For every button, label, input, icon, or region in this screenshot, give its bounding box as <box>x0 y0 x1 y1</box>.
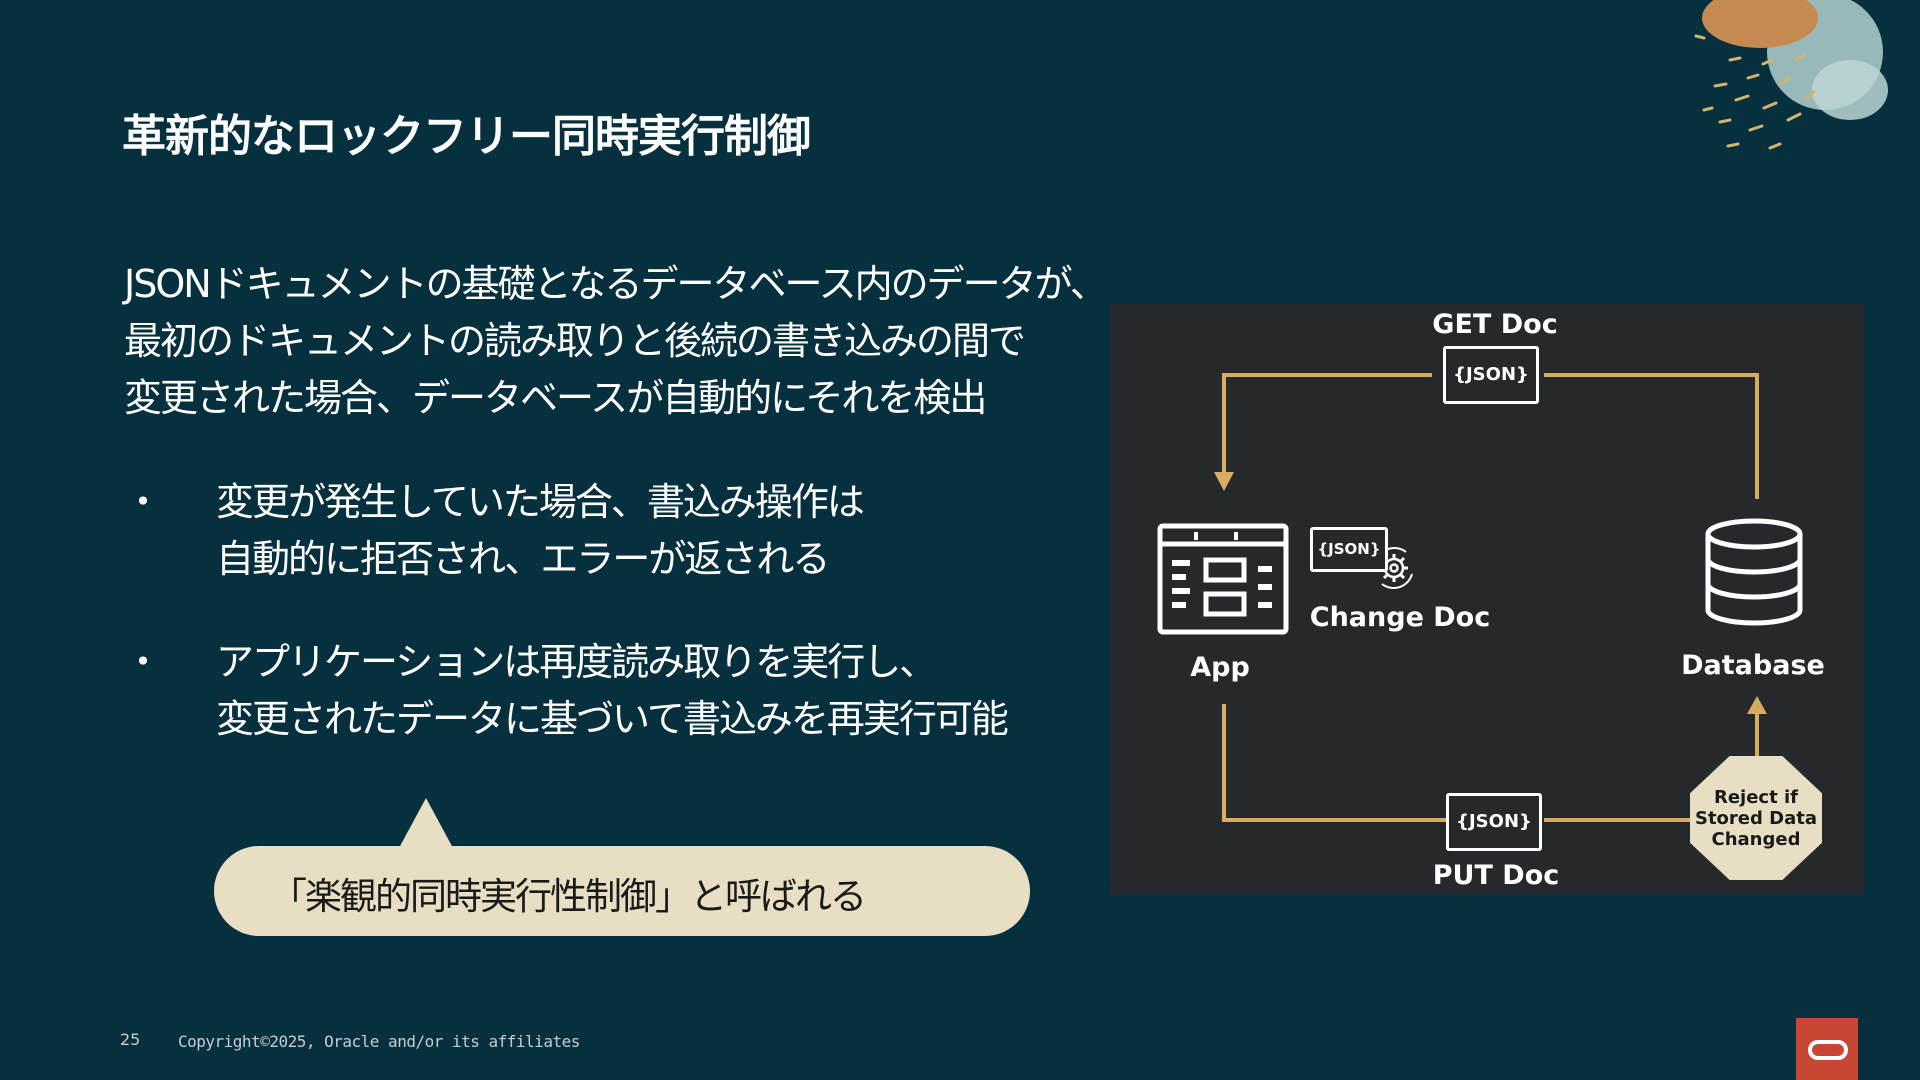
put-doc-label: PUT Doc <box>1432 860 1560 891</box>
slide-title: 革新的なロックフリー同時実行制御 <box>122 111 811 162</box>
intro-line: JSONドキュメントの基礎となるデータベース内のデータが、 <box>124 262 1108 306</box>
intro-line: 変更された場合、データベースが自動的にそれを検出 <box>124 376 987 420</box>
change-doc-label: Change Doc <box>1309 602 1491 633</box>
get-doc-label: GET Doc <box>1432 309 1558 340</box>
database-icon <box>1705 518 1803 626</box>
intro-text: JSONドキュメントの基礎となるデータベース内のデータが、 最初のドキュメントの… <box>124 256 1108 427</box>
bullet-line: 変更が発生していた場合、書込み操作は <box>216 480 865 524</box>
reject-line: Changed <box>1711 828 1801 850</box>
diagram-lines <box>1157 373 1803 822</box>
bullet-marker: ・ <box>124 640 163 684</box>
copyright-text: Copyright©2025, Oracle and/or its affili… <box>178 1032 580 1051</box>
oracle-logo-icon <box>1796 1018 1858 1080</box>
callout-text: 「楽観的同時実行性制御」と呼ばれる <box>270 875 867 918</box>
page-number: 25 <box>120 1030 141 1049</box>
bullet-line: アプリケーションは再度読み取りを実行し、 <box>216 640 937 684</box>
json-doc-top: {JSON} <box>1443 346 1539 404</box>
json-doc-bottom: {JSON} <box>1446 793 1542 851</box>
arrow-head-down <box>1214 472 1234 491</box>
get-line-db <box>1544 373 1759 499</box>
put-line-app <box>1222 704 1446 822</box>
app-window-details <box>1172 532 1272 608</box>
bullet-marker: ・ <box>124 480 163 524</box>
reject-line: Reject if <box>1713 786 1798 808</box>
bullet-line: 自動的に拒否され、エラーが返される <box>216 537 830 581</box>
app-window-icon <box>1157 523 1289 635</box>
database-label: Database <box>1681 650 1825 681</box>
bullet-text: 変更が発生していた場合、書込み操作は 自動的に拒否され、エラーが返される <box>216 474 865 588</box>
bullet-text: アプリケーションは再度読み取りを実行し、 変更されたデータに基づいて書込みを再実… <box>216 634 1009 748</box>
reject-octagon: Reject if Stored Data Changed <box>1690 756 1822 880</box>
reject-line: Stored Data <box>1694 807 1817 829</box>
json-change-icon: {JSON} <box>1310 527 1388 572</box>
bullet-line: 変更されたデータに基づいて書込みを再実行可能 <box>216 697 1009 741</box>
callout-bubble: 「楽観的同時実行性制御」と呼ばれる <box>214 798 1030 936</box>
app-label: App <box>1190 652 1250 683</box>
get-arrow-line <box>1222 373 1432 474</box>
concurrency-diagram: GET Doc {JSON} {JSON} Change Doc App Dat… <box>1110 304 1864 894</box>
arrow-head-up <box>1747 696 1767 714</box>
intro-line: 最初のドキュメントの読み取りと後続の書き込みの間で <box>124 319 1026 363</box>
decorative-illustration <box>1694 0 1888 150</box>
